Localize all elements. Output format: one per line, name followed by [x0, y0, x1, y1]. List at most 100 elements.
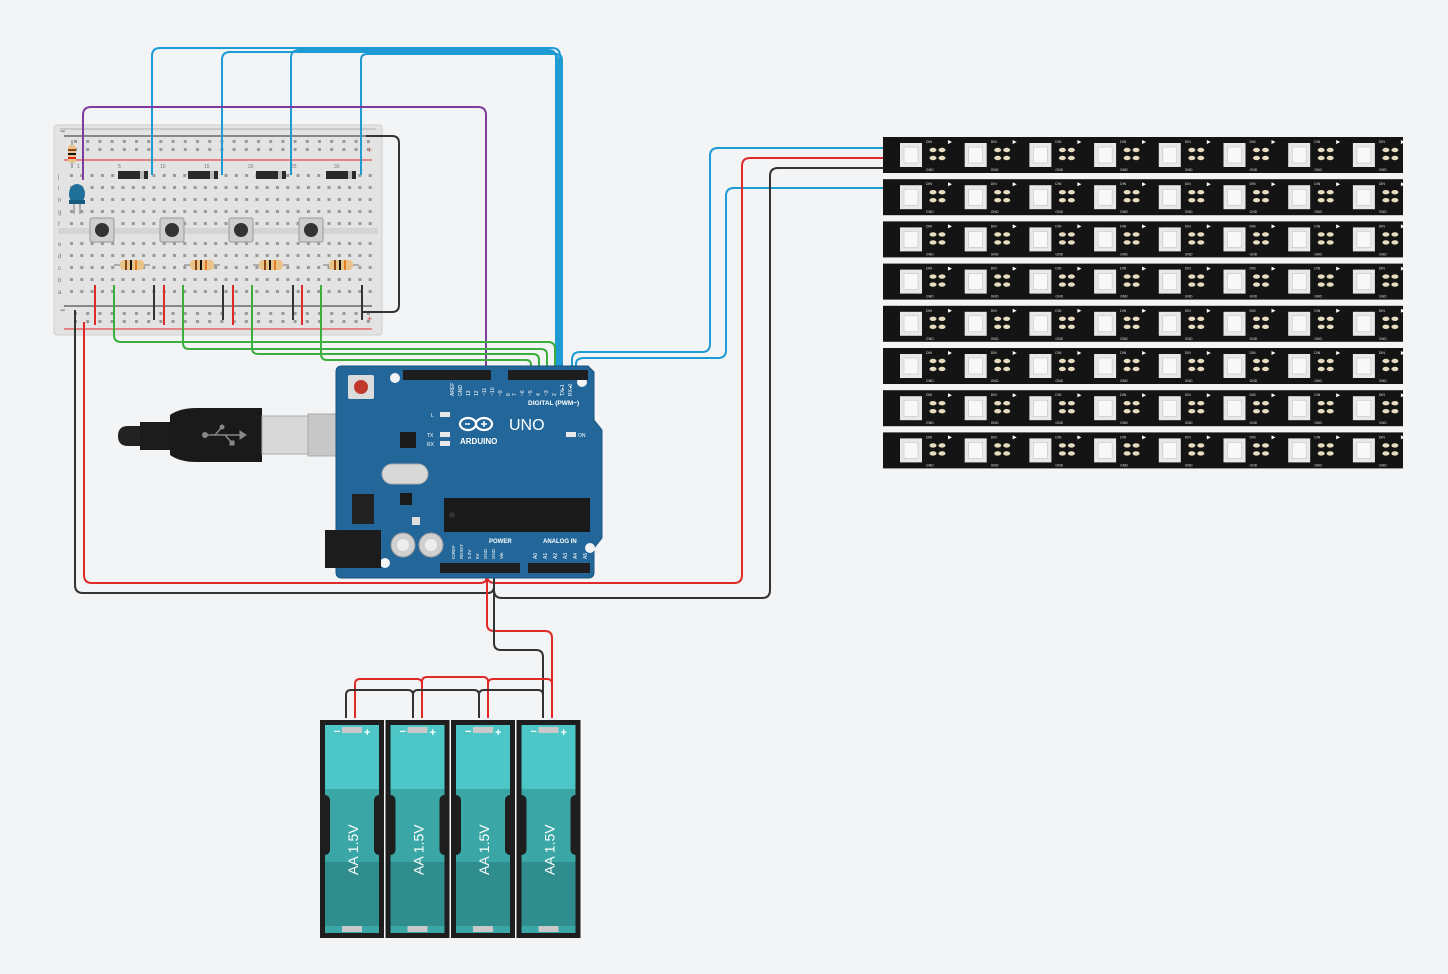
- arrow-icon: [1142, 393, 1147, 398]
- breadboard[interactable]: − + − + j i h g f e d c b a 1 5 10 15 20: [53, 124, 383, 336]
- wire-purple[interactable]: [82, 106, 487, 368]
- wire-green[interactable]: [113, 285, 556, 368]
- hole: [348, 186, 352, 189]
- hole: [183, 242, 187, 245]
- arrow-icon: [1271, 393, 1276, 398]
- led-blue[interactable]: [69, 184, 85, 214]
- solder-pad: [1067, 240, 1075, 245]
- wire-blue[interactable]: [221, 51, 559, 368]
- digital-pin-label: ~3: [544, 390, 550, 396]
- wire-black[interactable]: [493, 568, 544, 718]
- reset-button[interactable]: [354, 380, 368, 394]
- solder-pad: [1382, 409, 1390, 414]
- hole: [245, 278, 249, 281]
- wire-blue[interactable]: [575, 187, 884, 368]
- resistor[interactable]: [114, 260, 150, 270]
- wire-red[interactable]: [486, 568, 553, 718]
- rail-hole: [354, 312, 358, 315]
- rail-hole: [318, 320, 321, 323]
- led-lens: [903, 399, 919, 417]
- hole: [358, 266, 362, 269]
- resistor[interactable]: [323, 260, 359, 270]
- strip-pin-label: DIN: [1314, 224, 1321, 228]
- hole: [193, 222, 197, 225]
- wire-green[interactable]: [320, 285, 532, 368]
- power-jack[interactable]: [325, 530, 381, 568]
- strip-pin-label: GND: [1120, 379, 1128, 383]
- push-button[interactable]: [89, 217, 115, 243]
- solder-pad: [1067, 147, 1075, 153]
- resistor[interactable]: [253, 260, 289, 270]
- strip-pin-label: DIN: [1379, 224, 1386, 228]
- wire-blue[interactable]: [360, 53, 563, 368]
- solder-pad: [1197, 316, 1205, 321]
- led-lens: [1033, 315, 1048, 333]
- rail-hole: [183, 148, 187, 151]
- push-button[interactable]: [298, 217, 324, 243]
- solder-pad: [1067, 198, 1075, 203]
- solder-pad: [1262, 324, 1269, 329]
- solder-pad: [1123, 198, 1131, 203]
- wire-black[interactable]: [362, 135, 400, 313]
- diode-body: [256, 171, 286, 179]
- rail-hole: [171, 312, 175, 315]
- wire-red[interactable]: [421, 676, 489, 718]
- solder-pad: [929, 198, 937, 203]
- solder-pad: [1058, 401, 1066, 406]
- arrow-icon: [1400, 140, 1405, 144]
- push-button[interactable]: [228, 217, 254, 243]
- solder-pad: [1317, 147, 1325, 153]
- diode[interactable]: [188, 171, 218, 179]
- solder-pad: [1262, 316, 1269, 321]
- wire-blue[interactable]: [571, 147, 884, 368]
- solder-pad: [1188, 324, 1196, 329]
- hole: [80, 222, 84, 225]
- hole: [111, 278, 115, 281]
- rail-hole: [147, 320, 151, 323]
- resistor-top[interactable]: [68, 140, 76, 168]
- hole: [327, 266, 331, 269]
- solder-pad: [1317, 240, 1325, 245]
- resistor[interactable]: [184, 260, 220, 270]
- analog-pin-label: A3: [563, 553, 569, 559]
- rail-hole: [281, 320, 285, 323]
- solder-pad: [1197, 366, 1205, 372]
- strip-pin-label: GND: [1185, 337, 1193, 341]
- hole: [224, 186, 228, 189]
- wire-green[interactable]: [182, 285, 548, 368]
- battery-pack[interactable]: AA 1.5V−+AA 1.5V−+AA 1.5V−+AA 1.5V−+: [320, 720, 581, 938]
- led-lens: [1033, 273, 1048, 290]
- solder-pad: [1391, 147, 1399, 153]
- solder-pad: [1197, 324, 1205, 329]
- diode[interactable]: [256, 171, 286, 179]
- wire-black[interactable]: [478, 689, 544, 718]
- diode[interactable]: [118, 171, 148, 179]
- solder-pad: [1132, 451, 1140, 456]
- row-letter: a: [58, 290, 62, 296]
- led-strip-matrix[interactable]: DINGNDDINGNDDINGNDDINGNDDINGNDDINGNDDING…: [883, 137, 1405, 469]
- hole: [327, 290, 331, 293]
- strip-pin-label: DIN: [1185, 309, 1192, 313]
- battery-cap: [521, 725, 576, 789]
- battery-clip: [451, 795, 461, 855]
- analog-header-label: ANALOG IN: [543, 539, 577, 545]
- solder-pad: [1326, 198, 1334, 203]
- hole: [265, 222, 269, 225]
- row-letter: d: [58, 254, 61, 260]
- wire-red[interactable]: [486, 157, 884, 584]
- wire-blue[interactable]: [151, 47, 561, 368]
- strip-pin-label: DIN: [1120, 393, 1127, 397]
- wire-red[interactable]: [487, 678, 553, 718]
- solder-pad: [1382, 366, 1390, 372]
- hole: [265, 198, 269, 201]
- wire-green[interactable]: [251, 285, 540, 368]
- solder-pad: [1188, 366, 1196, 372]
- rail-hole: [366, 148, 370, 151]
- strip-pin-label: GND: [1055, 337, 1063, 341]
- push-button[interactable]: [159, 217, 185, 243]
- diode[interactable]: [326, 171, 356, 179]
- solder-pad: [1132, 232, 1140, 237]
- usb-cable[interactable]: [118, 408, 339, 462]
- wire-black[interactable]: [493, 167, 884, 599]
